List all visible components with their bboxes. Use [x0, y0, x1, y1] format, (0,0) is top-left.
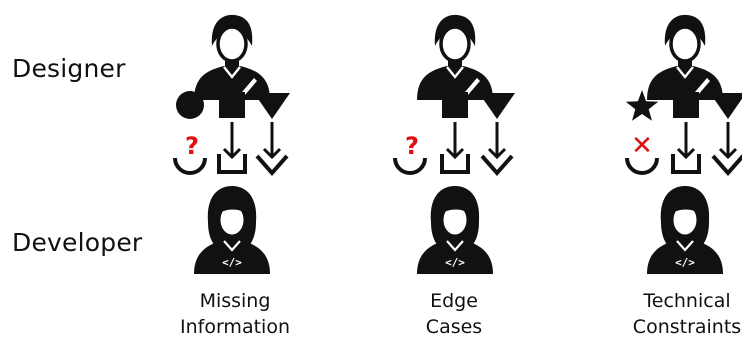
triangle-shape	[254, 93, 290, 119]
caption-line-2: Information	[180, 316, 290, 338]
developer-person-code-icon: </>	[194, 186, 270, 274]
triangle-shape	[479, 93, 515, 119]
svg-text:</>: </>	[675, 256, 695, 269]
designer-row-label: Designer	[12, 54, 126, 83]
down-arrow-icon	[718, 122, 738, 160]
circle-slot	[625, 157, 659, 175]
caption-line-1: Edge	[430, 290, 478, 312]
svg-text:</>: </>	[445, 256, 465, 269]
square-shape	[673, 92, 699, 118]
square-slot	[217, 154, 247, 174]
caption-line-1: Technical	[643, 290, 731, 312]
triangle-shape	[710, 93, 742, 119]
designer-person-pencil-icon	[417, 14, 493, 100]
svg-text:</>: </>	[222, 256, 242, 269]
designer-person-pencil-icon	[647, 14, 723, 100]
developer-row-label: Developer	[12, 228, 143, 257]
caption-missing-information: Missing Information	[145, 288, 325, 340]
developer-person-code-icon: </>	[417, 186, 493, 274]
down-arrow-icon	[445, 122, 465, 160]
circle-slot	[393, 157, 427, 175]
triangle-slot	[711, 154, 742, 177]
question-mark-icon: ?	[185, 132, 199, 160]
caption-edge-cases: Edge Cases	[364, 288, 544, 340]
caption-line-1: Missing	[199, 290, 271, 312]
caption-line-2: Constraints	[632, 316, 742, 338]
caption-line-2: Cases	[425, 316, 483, 338]
down-arrow-icon	[487, 122, 507, 160]
square-slot	[440, 154, 470, 174]
circle-slot	[173, 157, 207, 175]
down-arrow-icon	[676, 122, 696, 160]
question-mark-icon: ?	[405, 132, 419, 160]
square-slot	[671, 154, 701, 174]
square-shape	[219, 92, 245, 118]
circle-shape	[176, 91, 204, 119]
square-shape	[442, 92, 468, 118]
down-arrow-icon	[222, 122, 242, 160]
caption-technical-constraints: Technical Constraints	[597, 288, 742, 340]
down-arrow-icon	[262, 122, 282, 160]
star-shape	[625, 90, 659, 121]
triangle-slot	[255, 154, 289, 177]
triangle-slot	[480, 154, 514, 177]
red-x-icon: ✕	[631, 131, 653, 161]
designer-person-pencil-icon	[194, 14, 270, 100]
developer-person-code-icon: </>	[647, 186, 723, 274]
